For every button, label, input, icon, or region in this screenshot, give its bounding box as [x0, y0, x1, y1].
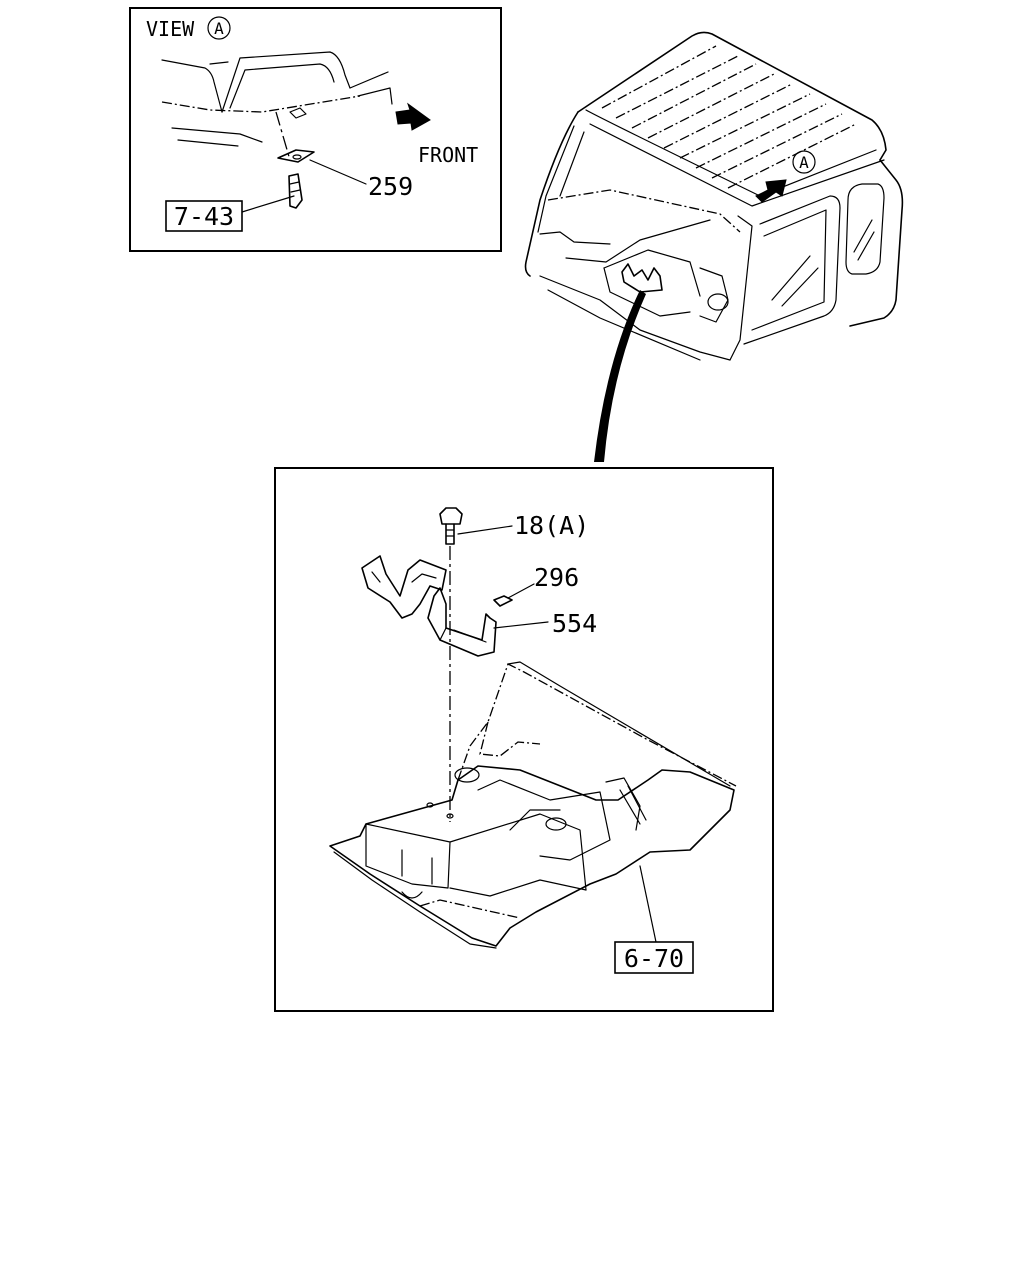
- floor-hump-inner: [509, 809, 561, 831]
- roof-seam: [209, 61, 229, 65]
- door-outline: [743, 195, 841, 345]
- bolt-threads: [289, 181, 301, 193]
- floor-side-channel: [605, 777, 641, 831]
- part-554: [427, 587, 497, 657]
- fastener-axis: [275, 111, 291, 161]
- detail-view: 18(A) 554 296: [274, 467, 774, 1012]
- cab-right-edge: [849, 159, 904, 327]
- leader-18a: [457, 525, 513, 535]
- roof-edge: [221, 51, 351, 113]
- part-259: [277, 149, 315, 163]
- door-frame: [729, 215, 753, 361]
- floor-drain: [401, 891, 423, 899]
- bolt-18a-shank: [445, 523, 455, 545]
- dash-line: [565, 219, 711, 263]
- part-296: [493, 595, 513, 607]
- callout-554: 554: [552, 609, 597, 638]
- door-glare: [771, 255, 819, 307]
- dash-knob: [707, 293, 729, 311]
- ref-box-7-43: [165, 200, 243, 232]
- view-a-frame: [129, 7, 502, 252]
- floor-hole-2: [545, 817, 567, 831]
- cab-marker: A: [799, 153, 809, 172]
- bracket-left-arm: [361, 555, 447, 619]
- side-window-glare: [853, 219, 875, 261]
- windshield-bottom: [547, 189, 741, 233]
- ref-6-70: 6-70: [624, 944, 684, 973]
- roof-front-edge: [585, 109, 877, 197]
- floor-hidden: [419, 899, 521, 919]
- tunnel-base: [449, 879, 587, 897]
- roof-rail: [349, 71, 389, 89]
- bracket-left-detail: [371, 571, 437, 583]
- view-marker: A: [214, 19, 224, 38]
- floor-hump: [477, 779, 611, 861]
- bolt-7-43: [288, 173, 303, 209]
- bolt-18a-head: [439, 507, 463, 525]
- cab-marker-circle: [792, 150, 816, 174]
- roof-ribs: [601, 45, 857, 189]
- part-554-detail: [439, 627, 487, 643]
- view-marker-circle: [207, 16, 231, 40]
- dash-box-top: [603, 249, 701, 297]
- leader-259: [309, 159, 367, 185]
- view-label: VIEW: [146, 17, 195, 41]
- windshield-pillar: [537, 125, 585, 233]
- door-window: [751, 209, 827, 331]
- floor-hole-1: [454, 767, 480, 783]
- floor-rib-left: [479, 721, 541, 757]
- roof-rail-2: [357, 87, 393, 105]
- front-label: FRONT: [418, 143, 478, 167]
- dash-left: [539, 231, 611, 245]
- roof-hidden-edge: [161, 95, 361, 113]
- tunnel-front: [365, 823, 451, 889]
- tunnel-ribs: [401, 849, 433, 885]
- tunnel-top: [449, 813, 587, 891]
- roof-lip: [589, 123, 885, 207]
- bracket-base-line: [171, 127, 263, 143]
- bracket-location: [621, 263, 663, 293]
- roof-line: [161, 59, 223, 113]
- floor-rear-lip: [507, 661, 731, 787]
- bolt-18a-threads: [445, 529, 455, 537]
- callout-259: 259: [368, 172, 413, 201]
- view-a-inset: VIEW A FRONT 259 7-43: [129, 7, 502, 252]
- side-window: [845, 183, 885, 275]
- cab-sill: [539, 275, 731, 361]
- cab-left-edge: [524, 111, 579, 277]
- floor-front-lip: [333, 851, 497, 949]
- front-arrow-icon: [395, 102, 431, 131]
- callout-296: 296: [534, 563, 579, 592]
- leader-7-43: [241, 195, 295, 213]
- detail-leader: [594, 290, 646, 462]
- part-259-hole: [292, 154, 302, 160]
- ref-box-6-70: [614, 941, 694, 974]
- cab-sill-2: [547, 289, 701, 361]
- leader-296: [507, 583, 535, 599]
- detail-frame: [274, 467, 774, 1012]
- ref-7-43: 7-43: [174, 202, 234, 231]
- view-a-arrow-icon: [755, 179, 787, 203]
- cab-roof-outline: [577, 31, 887, 161]
- bracket-base-line-2: [177, 139, 239, 147]
- floor-hole-4: [446, 813, 454, 819]
- callout-18a: 18(A): [514, 511, 589, 540]
- cab-overview: A: [524, 31, 904, 462]
- leader-6-70: [639, 865, 657, 943]
- roof-hole: [289, 107, 307, 119]
- leader-554: [493, 621, 549, 629]
- floor-hole-3: [426, 802, 434, 808]
- roof-inner: [229, 63, 335, 109]
- floor-side-ribs: [619, 785, 647, 825]
